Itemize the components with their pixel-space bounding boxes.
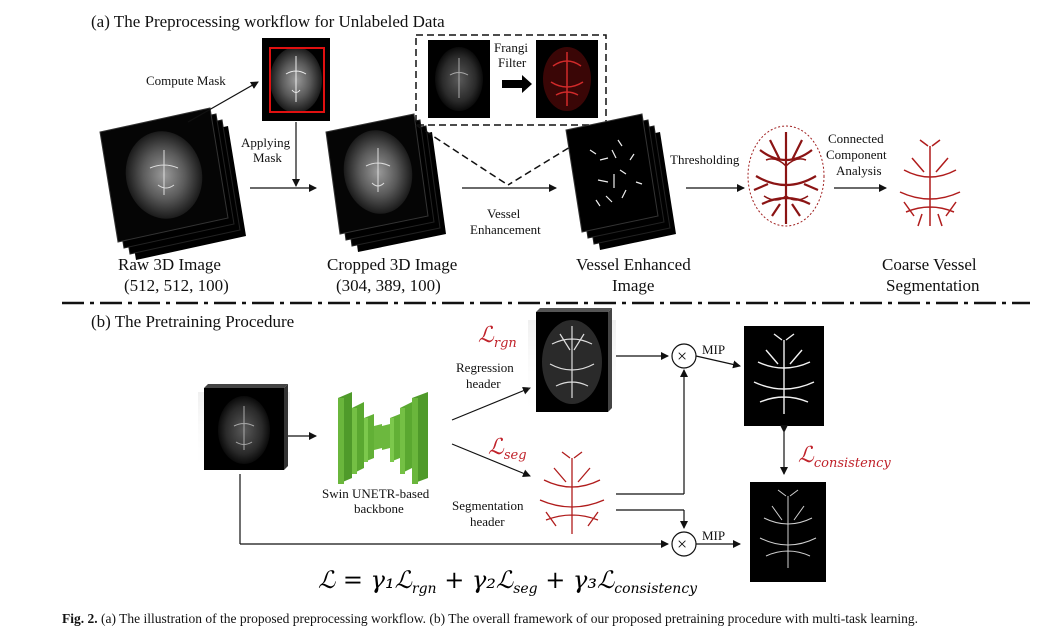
multiply-symbol-1: × bbox=[677, 346, 687, 366]
mip-label-2: MIP bbox=[702, 528, 725, 543]
segmentation-header-label-2: header bbox=[470, 514, 505, 529]
vessel-enhanced-stack bbox=[565, 113, 676, 250]
loss-rgn: ℒrgn bbox=[478, 323, 517, 351]
coarse-segmentation bbox=[899, 139, 961, 227]
part-a-title: (a) The Preprocessing workflow for Unlab… bbox=[91, 12, 445, 31]
vessel-enhancement-label-1: Vessel bbox=[487, 206, 521, 221]
loss-consistency: ℒconsistency bbox=[798, 443, 891, 471]
coarse-label-2: Segmentation bbox=[886, 276, 980, 295]
frangi-label-1: Frangi bbox=[494, 40, 528, 55]
caption-label: Fig. 2. bbox=[62, 611, 98, 626]
cropped-image-label: Cropped 3D Image bbox=[327, 255, 457, 274]
cropped-image-stack bbox=[325, 113, 446, 252]
caption-text: (a) The illustration of the proposed pre… bbox=[101, 611, 919, 626]
enhanced-label-1: Vessel Enhanced bbox=[576, 255, 691, 274]
applying-mask-label-2: Mask bbox=[253, 150, 282, 165]
coarse-label-1: Coarse Vessel bbox=[882, 255, 977, 274]
applying-mask-label-1: Applying bbox=[241, 135, 291, 150]
mip-result-regression bbox=[744, 326, 824, 426]
part-b-title: (b) The Pretraining Procedure bbox=[91, 312, 294, 331]
input-volume bbox=[198, 384, 290, 474]
regression-header-label-1: Regression bbox=[456, 360, 514, 375]
segmentation-output bbox=[539, 451, 605, 534]
loss-seg: ℒseg bbox=[488, 435, 527, 463]
enhanced-label-2: Image bbox=[612, 276, 654, 295]
raw-image-label: Raw 3D Image bbox=[118, 255, 221, 274]
cropped-image-dims: (304, 389, 100) bbox=[336, 276, 441, 295]
frangi-filter-box bbox=[415, 34, 607, 186]
multiply-symbol-2: × bbox=[677, 534, 687, 554]
regression-output bbox=[528, 308, 616, 420]
thresholding-label: Thresholding bbox=[670, 152, 740, 167]
thresholded-vessels bbox=[747, 125, 825, 227]
raw-image-stack bbox=[99, 107, 246, 260]
total-loss-formula: ℒ = γ₁ℒrgn + γ₂ℒseg + γ₃ℒconsistency bbox=[318, 566, 698, 597]
mip-label-1: MIP bbox=[702, 342, 725, 357]
backbone-label-1: Swin UNETR-based bbox=[322, 486, 430, 501]
backbone-label-2: backbone bbox=[354, 501, 404, 516]
compute-mask-label: Compute Mask bbox=[146, 73, 226, 88]
cca-label-3: Analysis bbox=[836, 163, 882, 178]
swin-unetr-backbone bbox=[338, 392, 428, 484]
regression-header-label-2: header bbox=[466, 376, 501, 391]
raw-image-dims: (512, 512, 100) bbox=[124, 276, 229, 295]
frangi-label-2: Filter bbox=[498, 55, 527, 70]
mip-result-segmentation bbox=[750, 482, 826, 582]
segmentation-header-label-1: Segmentation bbox=[452, 498, 524, 513]
masked-image bbox=[262, 38, 330, 121]
vessel-enhancement-label-2: Enhancement bbox=[470, 222, 541, 237]
figure-caption: Fig. 2. (a) The illustration of the prop… bbox=[62, 611, 1032, 627]
cca-label-2: Component bbox=[826, 147, 887, 162]
cca-label-1: Connected bbox=[828, 131, 884, 146]
